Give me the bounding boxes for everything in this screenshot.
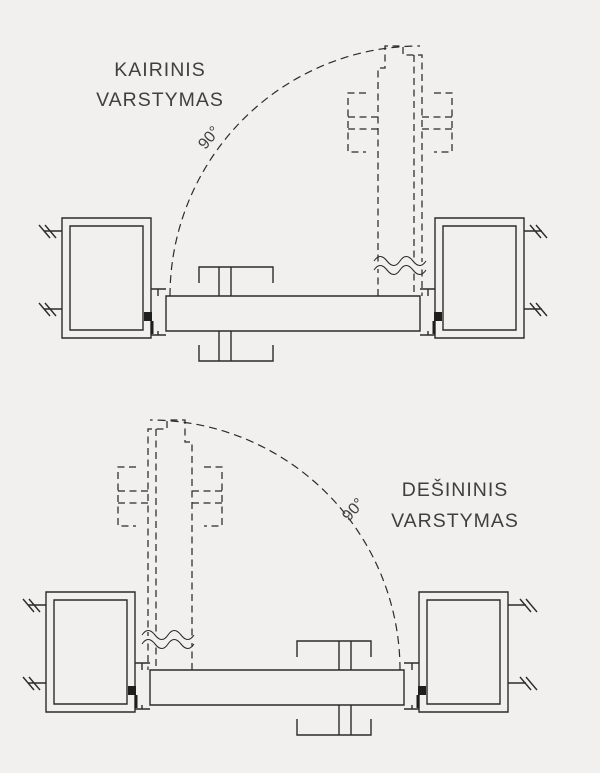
right-jamb-lines bbox=[404, 591, 538, 713]
right-door-frame bbox=[404, 591, 538, 713]
angle-label: 90° bbox=[195, 123, 224, 152]
open-door-leaf bbox=[117, 419, 223, 670]
open-door-leaf bbox=[347, 45, 453, 296]
title-line-2: VARSTYMAS bbox=[391, 510, 519, 532]
left-seal-mark bbox=[144, 312, 152, 321]
left-jamb-lines bbox=[38, 217, 166, 339]
break-squiggle bbox=[141, 629, 195, 650]
swing-arc bbox=[149, 419, 401, 671]
right-seal-mark bbox=[418, 686, 426, 695]
swing-arc bbox=[169, 45, 421, 297]
title-line-2: VARSTYMAS bbox=[96, 89, 224, 111]
left-door-frame bbox=[22, 591, 150, 713]
left-seal-mark bbox=[128, 686, 136, 695]
open-door-outline bbox=[347, 45, 453, 296]
break-mask bbox=[372, 262, 428, 269]
right-door-frame bbox=[420, 217, 548, 339]
angle-label: 90° bbox=[339, 495, 368, 524]
break-mask bbox=[142, 636, 198, 643]
title-line-1: DEŠININIS bbox=[402, 478, 509, 501]
right-seal-mark bbox=[434, 312, 442, 321]
closed-door-leaf bbox=[165, 295, 421, 332]
door-handle bbox=[296, 640, 372, 736]
open-door-outline bbox=[117, 419, 223, 670]
title-line-1: KAIRINIS bbox=[114, 59, 205, 81]
left-jamb-lines bbox=[22, 591, 150, 713]
door-handle bbox=[198, 266, 274, 362]
bottom-diagram: 90° DEŠININIS VARSTYMAS bbox=[22, 419, 538, 736]
right-jamb-lines bbox=[420, 217, 548, 339]
left-door-frame bbox=[38, 217, 166, 339]
top-diagram: 90° KAIRINIS VARSTYMAS bbox=[38, 45, 548, 362]
break-squiggle bbox=[373, 255, 427, 276]
closed-door-leaf bbox=[149, 669, 405, 706]
